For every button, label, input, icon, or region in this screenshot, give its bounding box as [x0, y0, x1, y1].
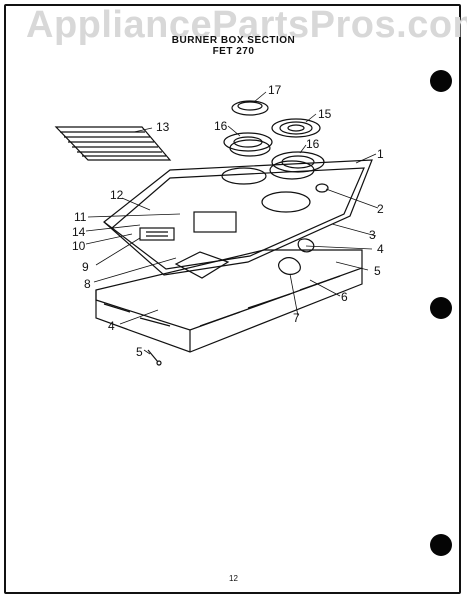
- callout-3: 3: [369, 228, 376, 242]
- page-number: 12: [229, 574, 238, 583]
- callout-16-left: 16: [214, 119, 228, 133]
- cooktop-top-part: [103, 139, 373, 279]
- burner-box-part: [95, 249, 363, 353]
- leader-lines: [85, 91, 379, 355]
- burner-parts: [223, 100, 325, 173]
- model-number: FET 270: [212, 46, 255, 57]
- watermark: AppliancePartsPros.com: [26, 4, 467, 46]
- callout-17: 17: [268, 83, 282, 97]
- callout-labels: 1 2 3 4 4 5 5 6 7 8 9 10 11 12 13 14 15 …: [72, 83, 384, 359]
- callout-12: 12: [110, 188, 124, 202]
- callout-1: 1: [377, 147, 384, 161]
- callout-2: 2: [377, 202, 384, 216]
- callout-13: 13: [156, 120, 170, 134]
- callout-11: 11: [74, 210, 87, 224]
- small-parts: [147, 183, 329, 366]
- callout-10: 10: [72, 239, 86, 253]
- callout-14: 14: [72, 225, 86, 239]
- punch-hole-top: [430, 70, 452, 92]
- callout-4-right: 4: [377, 242, 384, 256]
- callout-9: 9: [82, 260, 89, 274]
- callout-15: 15: [318, 107, 332, 121]
- callout-5-right: 5: [374, 264, 381, 278]
- callout-4-left: 4: [108, 319, 115, 333]
- punch-hole-bottom: [430, 534, 452, 556]
- callout-6: 6: [341, 290, 348, 304]
- grille-part: [54, 126, 172, 161]
- diagram-title: BURNER BOX SECTION: [171, 35, 296, 46]
- callout-8: 8: [84, 277, 91, 291]
- callout-7: 7: [293, 311, 300, 325]
- callout-5-left: 5: [136, 345, 143, 359]
- punch-hole-middle: [430, 297, 452, 319]
- callout-16-right: 16: [306, 137, 320, 151]
- page-border: [4, 4, 461, 594]
